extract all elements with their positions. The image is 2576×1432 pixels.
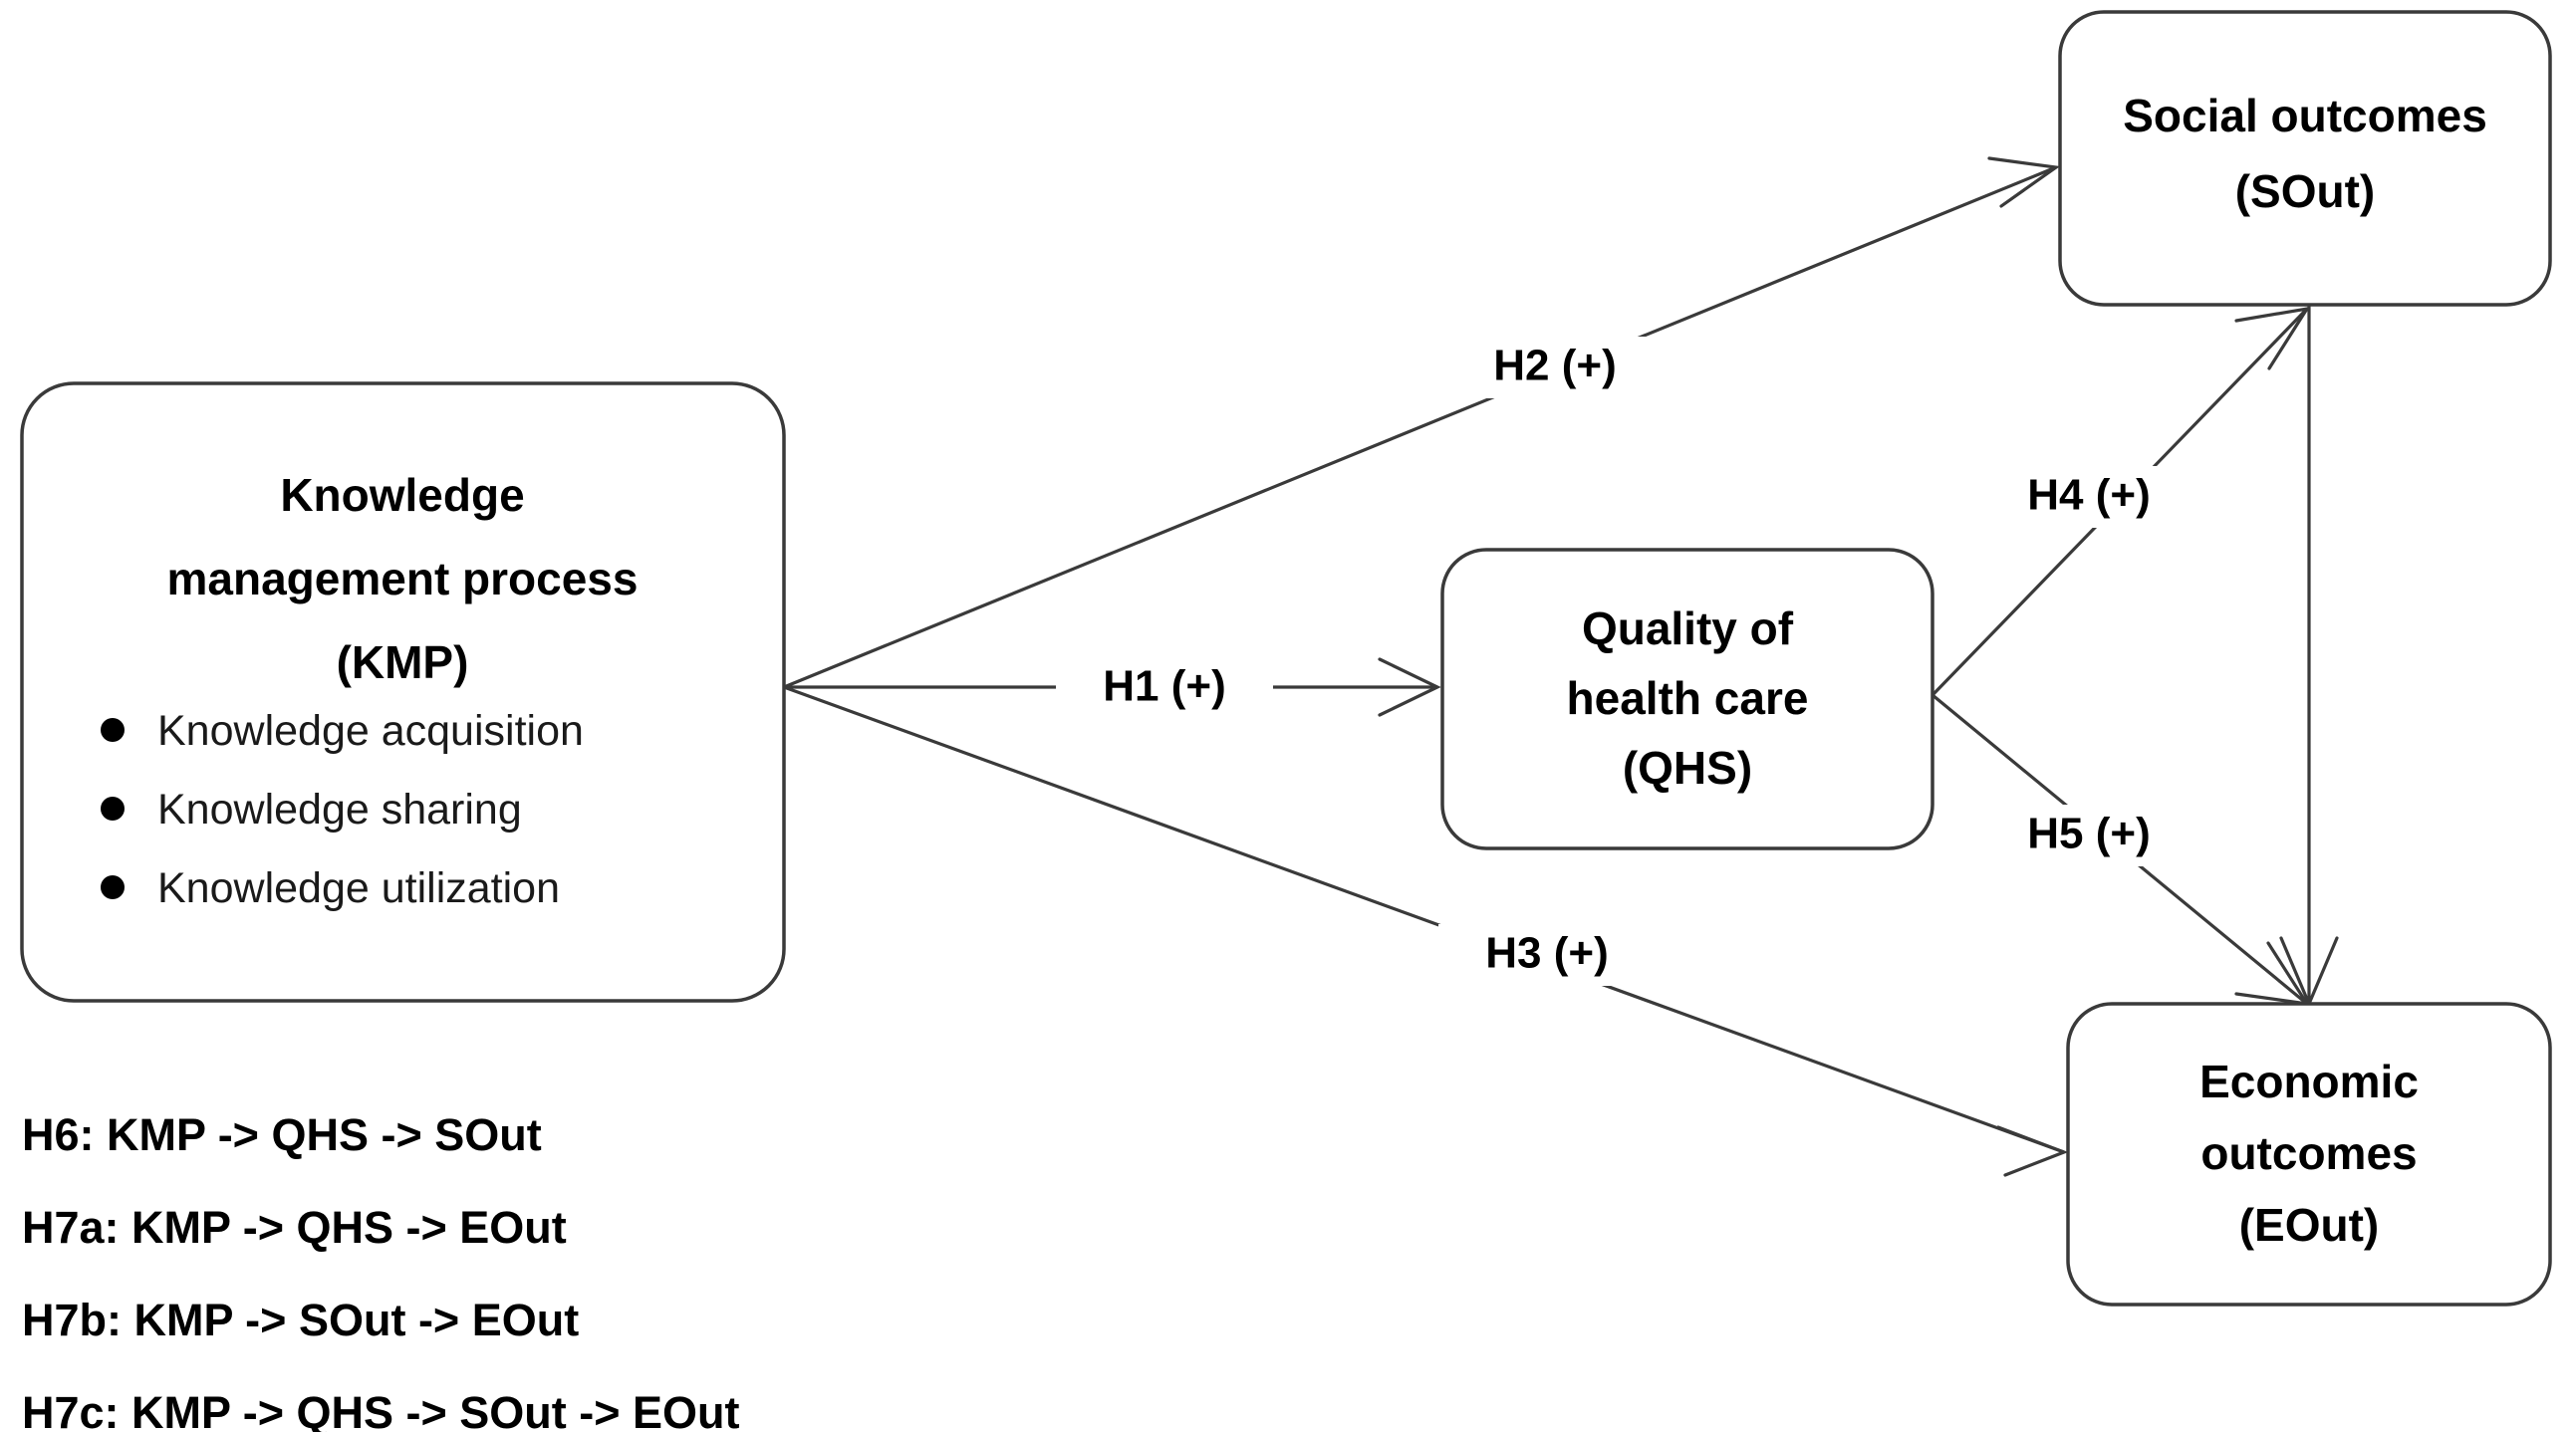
node-sout[interactable]: Social outcomes (SOut) [2058, 10, 2552, 307]
node-qhs-line3: (QHS) [1623, 742, 1752, 794]
node-kmp-bullet-3: Knowledge utilization [157, 864, 560, 912]
legend-item-h7c: H7c: KMP -> QHS -> SOut -> EOut [22, 1387, 740, 1432]
bullet-dot-icon [101, 718, 125, 742]
hypothesis-legend: H6: KMP -> QHS -> SOut H7a: KMP -> QHS -… [22, 1109, 740, 1432]
link-label-h5: H5 (+) [1980, 805, 2197, 866]
link-h3-kmp-to-eout [783, 685, 2069, 1177]
node-kmp-title-line1: Knowledge [280, 469, 524, 521]
node-qhs-line1: Quality of [1582, 602, 1794, 654]
legend-item-h6: H6: KMP -> QHS -> SOut [22, 1109, 542, 1160]
link-label-h4: H4 (+) [1980, 466, 2197, 528]
link-label-h2-text: H2 (+) [1493, 342, 1616, 390]
link-sout-to-eout [2279, 305, 2339, 1009]
bullet-dot-icon [101, 875, 125, 899]
node-eout-line3: (EOut) [2239, 1199, 2380, 1251]
link-label-h1: H1 (+) [1056, 657, 1273, 719]
link-label-h5-text: H5 (+) [2027, 810, 2150, 858]
legend-item-h7a: H7a: KMP -> QHS -> EOut [22, 1202, 567, 1253]
link-label-h3-text: H3 (+) [1485, 929, 1608, 978]
node-eout-line1: Economic [2199, 1056, 2419, 1107]
node-kmp-title-line3: (KMP) [337, 636, 469, 688]
bullet-dot-icon [101, 797, 125, 821]
node-sout-line2: (SOut) [2235, 165, 2376, 217]
legend-item-h7b: H7b: KMP -> SOut -> EOut [22, 1295, 579, 1345]
link-label-h2: H2 (+) [1446, 337, 1664, 398]
node-eout[interactable]: Economic outcomes (EOut) [2066, 1002, 2552, 1307]
node-qhs-line2: health care [1567, 672, 1809, 724]
node-sout-line1: Social outcomes [2123, 90, 2487, 141]
node-kmp[interactable]: Knowledge management process (KMP) Knowl… [20, 381, 786, 1003]
node-kmp-title-line2: management process [167, 553, 639, 604]
node-kmp-bullet-1: Knowledge acquisition [157, 707, 584, 755]
node-qhs[interactable]: Quality of health care (QHS) [1440, 548, 1934, 850]
link-label-h1-text: H1 (+) [1103, 662, 1225, 711]
link-label-h4-text: H4 (+) [2027, 471, 2150, 520]
node-kmp-bullet-2: Knowledge sharing [157, 786, 522, 834]
node-eout-line2: outcomes [2200, 1127, 2417, 1179]
link-h2-kmp-to-sout [783, 156, 2061, 689]
link-label-h3: H3 (+) [1438, 924, 1656, 986]
